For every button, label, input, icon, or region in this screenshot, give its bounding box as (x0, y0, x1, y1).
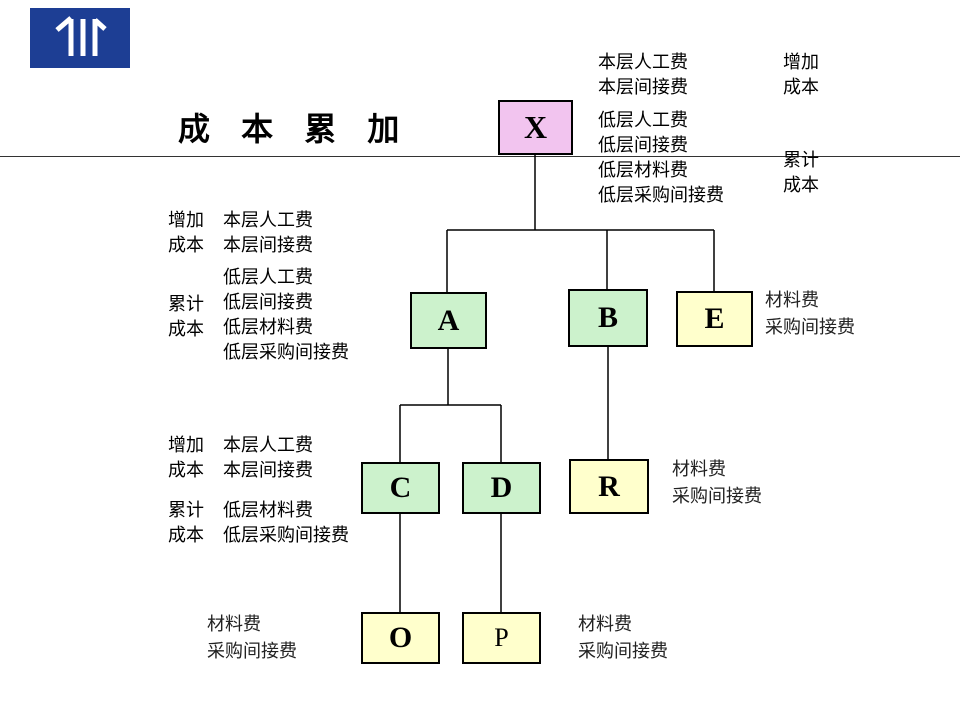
annotation-x-add-items: 本层人工费 本层间接费 (598, 50, 688, 100)
annotation-line: 采购间接费 (765, 317, 855, 338)
annotation-line: 本层间接费 (598, 77, 688, 98)
annotation-mid-add-items: 本层人工费 本层间接费 (223, 208, 313, 258)
annotation-line: 低层人工费 (223, 267, 313, 288)
annotation-line: 增加 (168, 210, 204, 231)
annotation-x-add-label: 增加 成本 (783, 50, 819, 100)
annotation-line: 材料费 (765, 290, 819, 311)
annotation-line: 本层间接费 (223, 460, 313, 481)
annotation-line: 采购间接费 (672, 486, 762, 507)
material-label-e: 材料费 采购间接费 (765, 287, 855, 341)
annotation-line: 增加 (783, 52, 819, 73)
node-b: B (568, 289, 648, 347)
node-o: O (361, 612, 440, 664)
annotation-line: 低层材料费 (598, 160, 688, 181)
company-logo (30, 8, 130, 68)
annotation-mid-cum-items: 低层人工费 低层间接费 低层材料费 低层采购间接费 (223, 265, 349, 365)
annotation-low-cum-items: 低层材料费 低层采购间接费 (223, 498, 349, 548)
annotation-line: 成本 (783, 175, 819, 196)
node-d: D (462, 462, 541, 514)
annotation-low-cum-label: 累计 成本 (168, 498, 204, 548)
annotation-line: 低层采购间接费 (223, 525, 349, 546)
annotation-line: 低层间接费 (223, 292, 313, 313)
annotation-x-cum-label: 累计 成本 (783, 148, 819, 198)
divider-line (0, 156, 960, 157)
annotation-line: 累计 (168, 294, 204, 315)
annotation-line: 本层人工费 (598, 52, 688, 73)
node-x: X (498, 100, 573, 155)
annotation-line: 材料费 (207, 614, 261, 635)
annotation-line: 材料费 (672, 459, 726, 480)
annotation-line: 成本 (168, 525, 204, 546)
material-label-r: 材料费 采购间接费 (672, 456, 762, 510)
material-label-o: 材料费 采购间接费 (207, 611, 297, 665)
annotation-line: 本层间接费 (223, 235, 313, 256)
annotation-line: 低层材料费 (223, 317, 313, 338)
annotation-line: 本层人工费 (223, 435, 313, 456)
annotation-line: 采购间接费 (578, 641, 668, 662)
material-label-p: 材料费 采购间接费 (578, 611, 668, 665)
annotation-line: 成本 (168, 319, 204, 340)
annotation-line: 累计 (168, 500, 204, 521)
annotation-line: 采购间接费 (207, 641, 297, 662)
node-e: E (676, 291, 753, 347)
annotation-line: 低层采购间接费 (598, 185, 724, 206)
annotation-line: 低层采购间接费 (223, 342, 349, 363)
annotation-line: 成本 (168, 460, 204, 481)
annotation-line: 低层材料费 (223, 500, 313, 521)
annotation-line: 本层人工费 (223, 210, 313, 231)
node-a: A (410, 292, 487, 349)
page-title: 成 本 累 加 (178, 110, 410, 148)
node-c: C (361, 462, 440, 514)
annotation-x-cum-items: 低层人工费 低层间接费 低层材料费 低层采购间接费 (598, 108, 724, 208)
annotation-line: 增加 (168, 435, 204, 456)
annotation-line: 成本 (783, 77, 819, 98)
building-columns-icon (30, 8, 130, 68)
annotation-line: 成本 (168, 235, 204, 256)
annotation-line: 低层间接费 (598, 135, 688, 156)
node-p: P (462, 612, 541, 664)
annotation-mid-add-label: 增加 成本 (168, 208, 204, 258)
annotation-line: 累计 (783, 150, 819, 171)
annotation-low-add-items: 本层人工费 本层间接费 (223, 433, 313, 483)
annotation-low-add-label: 增加 成本 (168, 433, 204, 483)
annotation-line: 材料费 (578, 614, 632, 635)
annotation-line: 低层人工费 (598, 110, 688, 131)
node-r: R (569, 459, 649, 514)
annotation-mid-cum-label: 累计 成本 (168, 292, 204, 342)
